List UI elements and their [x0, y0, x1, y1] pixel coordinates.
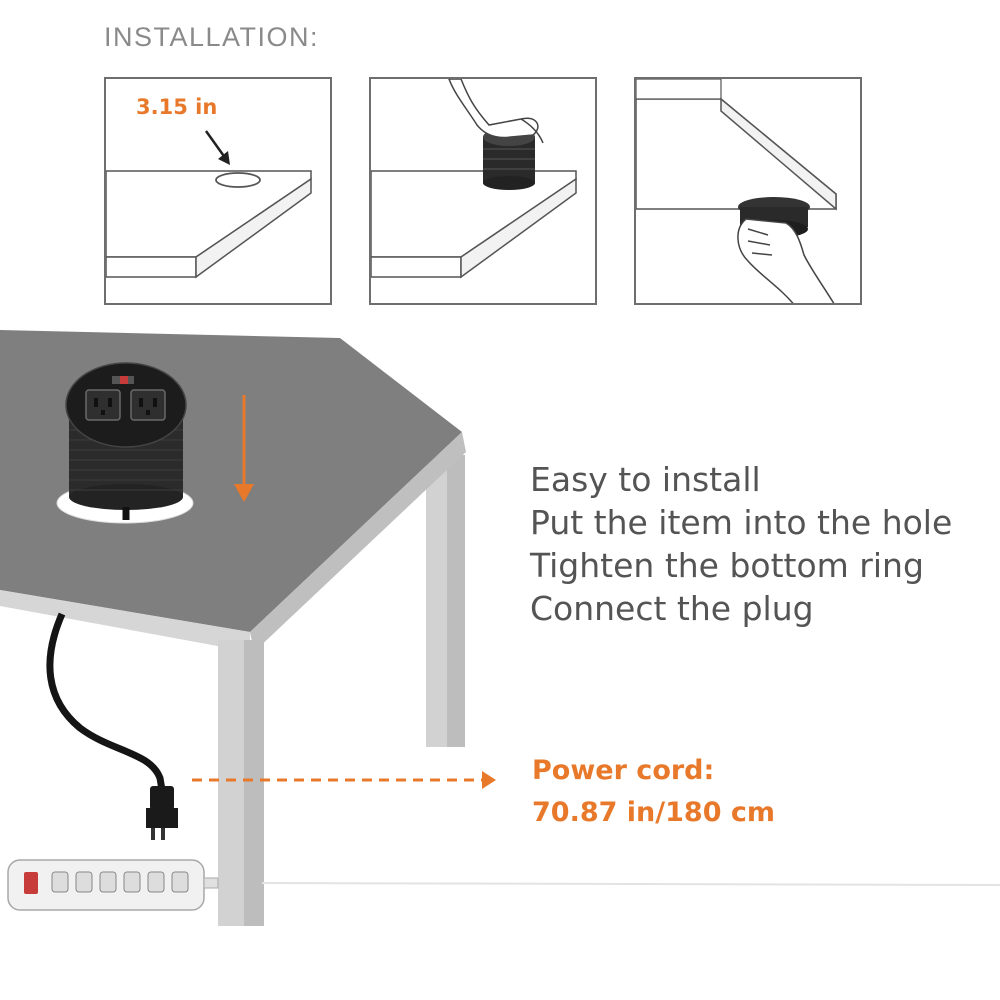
cord-length-arrow-icon [192, 771, 496, 789]
hole-diameter-label: 3.15 in [136, 95, 218, 119]
outlet-left-icon [85, 389, 121, 421]
step-panel-insert [369, 77, 597, 305]
desk-leg-front [218, 640, 244, 926]
install-instructions: Easy to install Put the item into the ho… [530, 458, 952, 630]
power-cord-length: 70.87 in/180 cm [532, 797, 776, 828]
power-strip-icon [7, 859, 219, 911]
outlet-right-icon [130, 389, 166, 421]
tighten-ring-icon [636, 79, 837, 303]
power-cord-label: Power cord: [532, 755, 715, 786]
insert-grommet-icon [371, 79, 577, 279]
power-cord-info: Power cord: 70.87 in/180 cm [532, 750, 775, 834]
plug-icon [146, 786, 178, 840]
step-panel-hole: 3.15 in [104, 77, 332, 305]
instruction-line: Connect the plug [530, 589, 814, 628]
power-cord [46, 612, 166, 791]
installation-heading: INSTALLATION: [104, 22, 320, 52]
instruction-line: Tighten the bottom ring [530, 546, 924, 585]
insert-arrow-icon [234, 395, 254, 502]
power-grommet-icon [65, 362, 187, 510]
desk-hole-icon [106, 130, 312, 279]
step-panel-tighten [634, 77, 862, 305]
instruction-line: Put the item into the hole [530, 503, 953, 542]
instruction-line: Easy to install [530, 460, 761, 499]
